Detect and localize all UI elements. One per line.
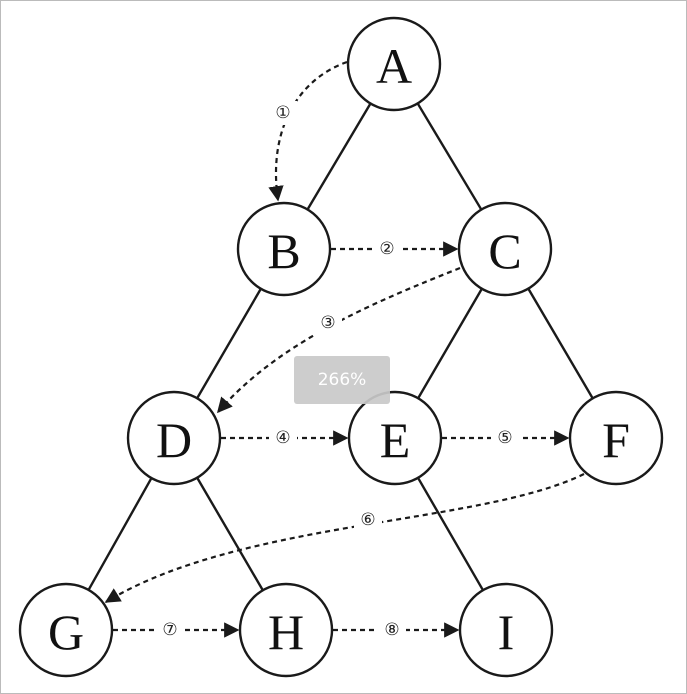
traversal-step-5: ⑤ [497,428,512,448]
step-label-bg [373,237,401,261]
node-circle [238,582,334,678]
tree-nodes: A B C D E F G H I [18,16,664,678]
traversal-step-labels: ① ② ③ ④ ⑤ ⑥ ⑦ ⑧ [156,101,519,642]
node-label: A [376,38,412,94]
traversal-arrow-f-g [104,473,585,603]
node-i: I [458,582,554,678]
node-label: F [602,412,630,468]
traversal-step-4: ④ [275,428,290,448]
node-b: B [236,201,332,297]
traversal-step-2: ② [379,239,394,259]
node-a: A [346,16,442,112]
step-label-bg [378,618,406,642]
node-label: D [156,412,192,468]
traversal-step-8: ⑧ [384,620,399,640]
node-circle [568,390,664,486]
edge-d-g [87,477,153,591]
traversal-step-3: ③ [320,313,335,333]
node-d: D [126,390,222,486]
edge-b-d [196,288,262,399]
edge-c-f [527,288,594,399]
node-circle [126,390,222,486]
edge-c-e [417,288,483,399]
node-c: C [457,201,553,297]
tree-edges [87,102,594,591]
step-label-bg [156,618,184,642]
node-circle [236,201,332,297]
traversal-step-7: ⑦ [162,620,177,640]
node-label: E [380,412,411,468]
edge-a-b [306,102,372,211]
node-circle [18,582,114,678]
traversal-step-1: ① [275,103,290,123]
node-circle [346,16,442,112]
step-label-bg [314,311,342,335]
node-g: G [18,582,114,678]
edge-d-h [196,477,264,591]
traversal-step-6: ⑥ [360,510,375,530]
node-circle [457,201,553,297]
step-label-bg [491,426,519,450]
node-circle [458,582,554,678]
edge-e-i [416,477,485,591]
zoom-level-badge: 266% [294,356,390,404]
node-label: H [268,604,304,660]
edge-a-c [416,102,483,211]
step-label-bg [269,426,297,450]
step-label-bg [269,101,297,125]
node-f: F [568,390,664,486]
node-label: I [498,604,515,660]
node-circle [347,390,443,486]
traversal-arrow-a-b [268,60,348,202]
node-label: C [488,223,521,279]
node-label: B [267,223,300,279]
node-e: E [347,390,443,486]
step-label-bg [354,508,382,532]
node-h: H [238,582,334,678]
node-label: G [48,604,84,660]
